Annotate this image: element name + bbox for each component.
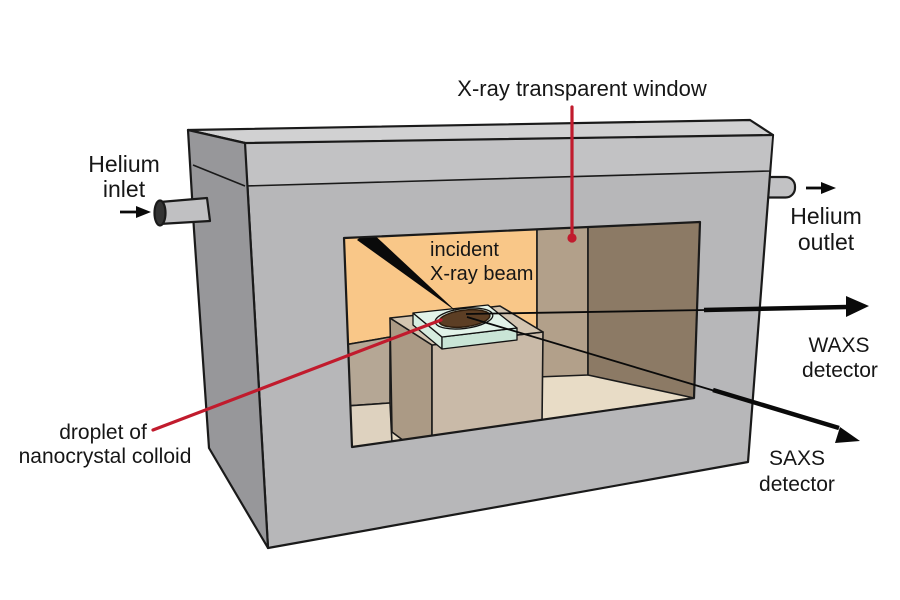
window-pointer [567, 105, 577, 243]
helium-outlet-arrowhead [821, 182, 836, 194]
helium-inlet-pipe [157, 196, 212, 226]
helium-inlet-arrow [120, 206, 151, 218]
waxs-detector-label-line1: WAXS [808, 334, 869, 357]
waxs-detector-label-line2: detector [802, 359, 878, 382]
waxs-arrowhead [846, 296, 869, 317]
incident-xray-beam [357, 230, 457, 312]
back-wall-strip [536, 225, 589, 378]
saxs-detector-label-line2: detector [759, 473, 835, 496]
droplet-label-line1: droplet of [59, 421, 147, 444]
lid-seam-left [192, 164, 246, 187]
window-pointer-dot [567, 233, 577, 243]
window-label: X-ray transparent window [457, 76, 707, 101]
saxs-beam-arrow [466, 316, 860, 443]
helium-inlet-label-line1: Helium [88, 151, 160, 177]
helium-inlet-label-line2: inlet [103, 176, 146, 202]
incident-beam-label-line2: X-ray beam [430, 263, 533, 285]
saxs-arrowhead [835, 427, 860, 443]
incident-beam-label-line1: incident [430, 239, 499, 261]
droplet-pointer [151, 318, 443, 432]
helium-outlet-arrow [806, 182, 836, 194]
droplet-label-line2: nanocrystal colloid [19, 445, 192, 468]
helium-outlet-label-line2: outlet [798, 229, 855, 255]
helium-outlet-label-line1: Helium [790, 203, 862, 229]
helium-inlet-pipe-opening [153, 199, 167, 227]
chamber-interior [344, 222, 700, 447]
left-wall-block-lower [345, 402, 393, 447]
helium-inlet-arrowhead [136, 206, 151, 218]
saxs-detector-label-line1: SAXS [769, 447, 825, 470]
waxs-beam-arrow [465, 296, 869, 317]
